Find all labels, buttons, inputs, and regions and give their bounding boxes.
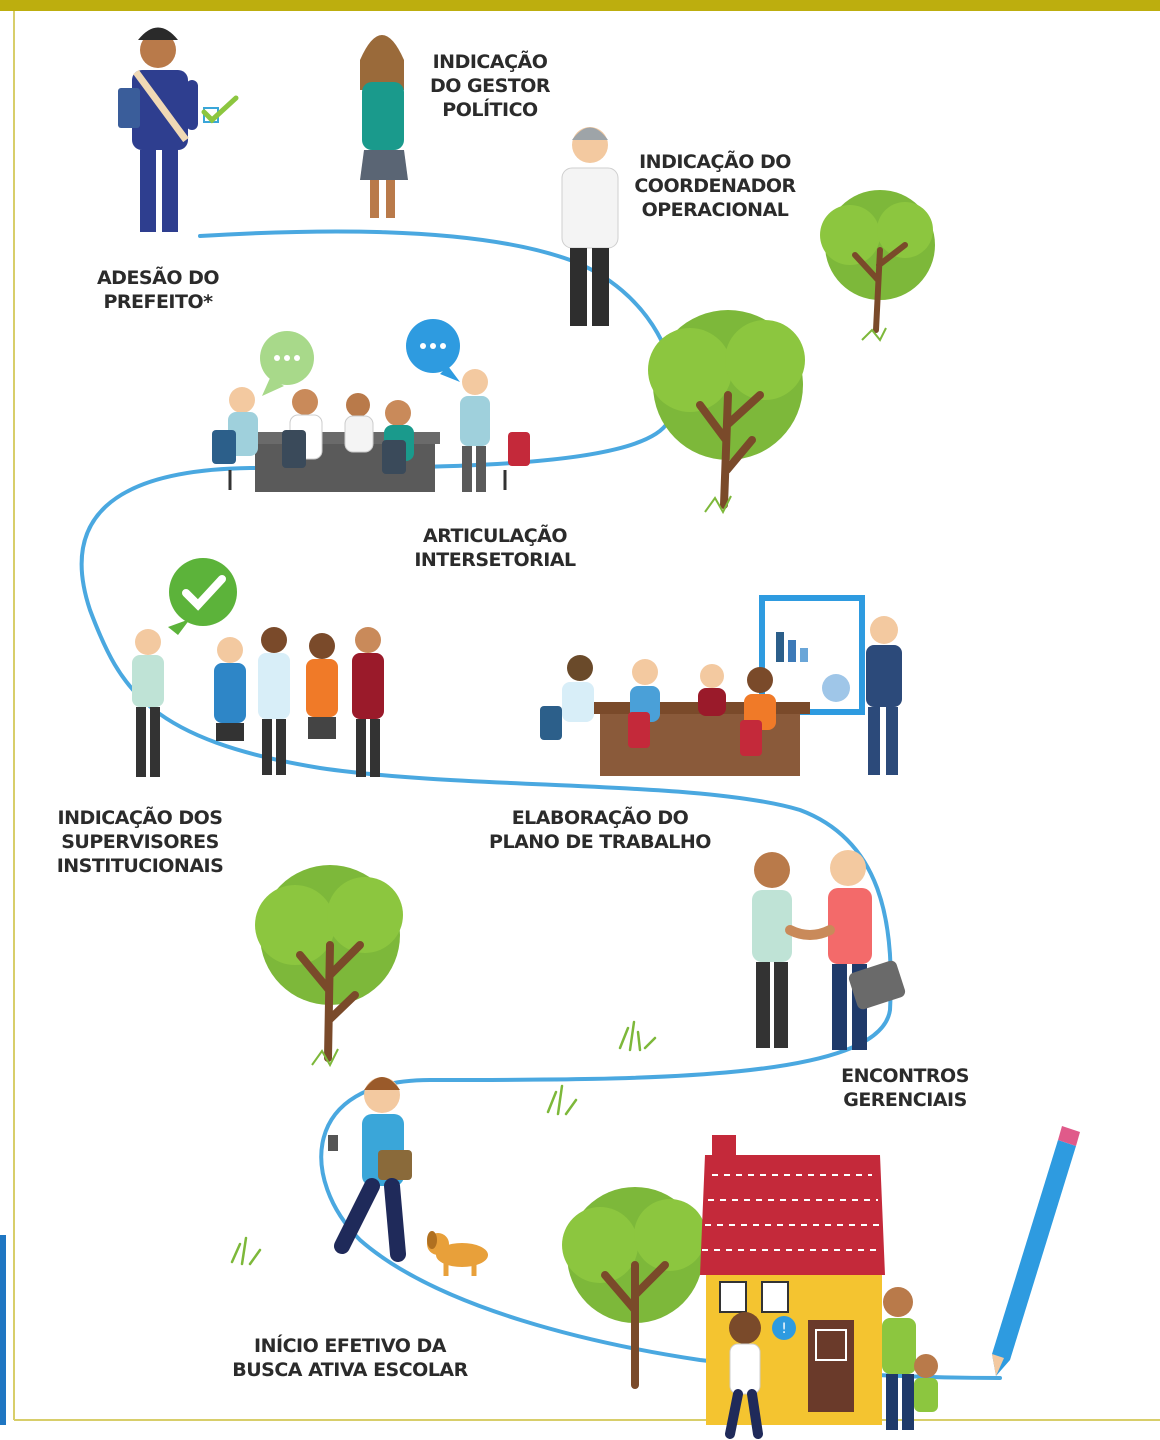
pencil-icon	[992, 1126, 1080, 1376]
speech-bubble-ellipsis-icon	[260, 331, 314, 396]
label-line: OPERACIONAL	[641, 199, 789, 221]
operational-coordinator-figure	[561, 127, 619, 326]
label-line: INSTITUCIONAIS	[56, 855, 224, 877]
label-line: ADESÃO DO	[96, 267, 220, 289]
step-label-supervisors: INDICAÇÃO DOS SUPERVISORES INSTITUCIONAI…	[40, 806, 240, 878]
label-line: ENCONTROS	[841, 1065, 969, 1087]
step-label-intersectoral: ARTICULAÇÃO INTERSETORIAL	[390, 524, 600, 572]
tree-lower-left	[255, 865, 403, 1068]
label-line: DO GESTOR	[429, 75, 551, 97]
label-line: ELABORAÇÃO DO	[511, 807, 689, 829]
check-icon	[168, 558, 237, 635]
top-banner	[0, 0, 1160, 11]
meeting-scene	[212, 369, 530, 492]
step-label-mayor-adhesion: ADESÃO DO PREFEITO*	[58, 266, 258, 314]
step-label-busca-ativa-start: INÍCIO EFETIVO DA BUSCA ATIVA ESCOLAR	[205, 1334, 495, 1382]
step-label-management-meetings: ENCONTROS GERENCIAIS	[820, 1064, 990, 1112]
political-manager-figure	[360, 35, 408, 218]
label-line: SUPERVISORES	[61, 831, 219, 853]
walking-agent-figure	[328, 1077, 412, 1262]
svg-text:!: !	[781, 1321, 787, 1337]
handshake-scene	[752, 850, 906, 1050]
label-line: GERENCIAIS	[843, 1089, 967, 1111]
step-label-work-plan: ELABORAÇÃO DO PLANO DE TRABALHO	[470, 806, 730, 854]
label-line: INTERSETORIAL	[414, 549, 576, 571]
label-line: POLÍTICO	[442, 99, 538, 121]
step-label-political-manager: INDICAÇÃO DO GESTOR POLÍTICO	[395, 50, 585, 122]
left-edge-accent	[0, 1235, 6, 1425]
tree-bottom	[562, 1187, 706, 1389]
step-label-operational-coordinator: INDICAÇÃO DO COORDENADOR OPERACIONAL	[615, 150, 815, 222]
label-line: INDICAÇÃO DOS	[57, 807, 223, 829]
speech-bubble-ellipsis-icon	[406, 319, 460, 382]
label-line: PLANO DE TRABALHO	[489, 831, 711, 853]
dog-figure	[427, 1231, 488, 1276]
tree-middle-right	[648, 310, 805, 515]
label-line: ARTICULAÇÃO	[423, 525, 568, 547]
label-line: INÍCIO EFETIVO DA	[254, 1335, 446, 1357]
label-line: INDICAÇÃO DO	[639, 151, 791, 173]
mayor-figure	[118, 27, 198, 232]
supervisors-group	[132, 627, 384, 777]
work-plan-scene	[540, 595, 902, 776]
label-line: COORDENADOR	[634, 175, 796, 197]
tree-top-right	[820, 190, 935, 342]
grass-tufts	[230, 1020, 657, 1266]
label-line: INDICAÇÃO	[432, 51, 548, 73]
check-icon	[201, 95, 239, 124]
label-line: BUSCA ATIVA ESCOLAR	[232, 1359, 468, 1381]
label-line: PREFEITO*	[103, 291, 213, 313]
family-figures: !	[725, 1287, 938, 1439]
house-scene	[700, 1135, 885, 1425]
